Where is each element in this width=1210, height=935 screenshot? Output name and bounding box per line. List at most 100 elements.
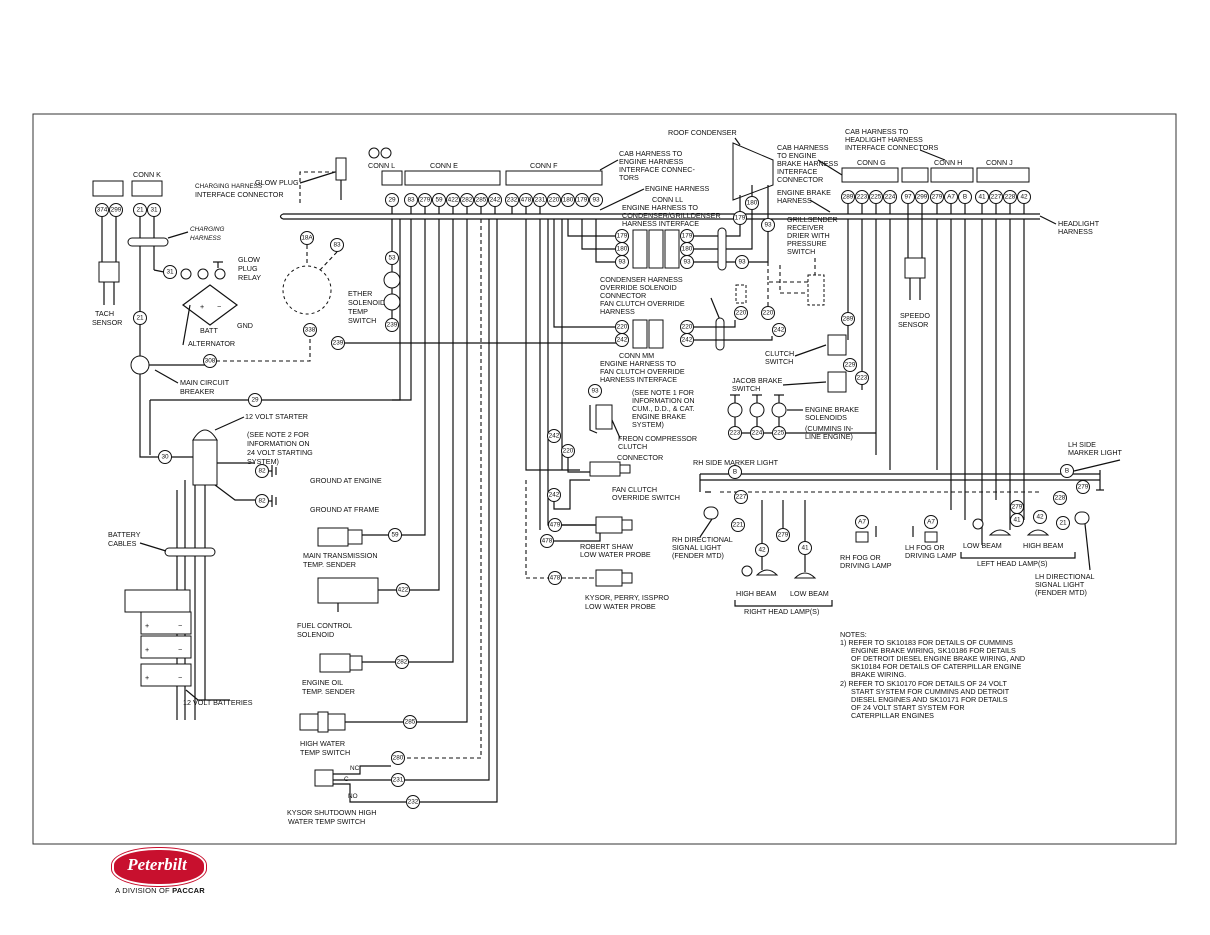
rh-fog-lamp: A7 RH FOG OR DRIVING LAMP bbox=[840, 515, 892, 570]
svg-text:INTERFACE CONNEC-: INTERFACE CONNEC- bbox=[619, 165, 695, 174]
svg-text:285: 285 bbox=[405, 719, 416, 726]
svg-text:MARKER LIGHT: MARKER LIGHT bbox=[1068, 448, 1123, 457]
svg-text:179: 179 bbox=[735, 215, 746, 222]
alternator: + − BATT GND ALTERNATOR bbox=[180, 261, 253, 348]
svg-text:A7: A7 bbox=[947, 194, 955, 201]
notes-title: NOTES: bbox=[840, 630, 867, 639]
main-circuit-breaker: 308 MAIN CIRCUIT BREAKER bbox=[130, 330, 311, 455]
notes-line: 2) REFER TO SK10170 FOR DETAILS OF 24 VO… bbox=[840, 679, 1007, 688]
svg-text:42: 42 bbox=[1020, 194, 1028, 201]
svg-text:478: 478 bbox=[550, 575, 561, 582]
svg-text:FAN CLUTCH: FAN CLUTCH bbox=[612, 485, 657, 494]
svg-text:SWITCH: SWITCH bbox=[348, 316, 376, 325]
svg-text:97: 97 bbox=[904, 194, 912, 201]
svg-text:INTERFACE: INTERFACE bbox=[777, 167, 818, 176]
svg-text:ROBERT SHAW: ROBERT SHAW bbox=[580, 542, 633, 551]
svg-text:CAB HARNESS TO: CAB HARNESS TO bbox=[619, 149, 683, 158]
svg-text:299: 299 bbox=[917, 194, 928, 201]
conn-k-block: CONN K bbox=[92, 170, 163, 197]
svg-text:289: 289 bbox=[843, 194, 854, 201]
glow-plug-label: GLOW PLUG bbox=[255, 178, 299, 187]
svg-text:289: 289 bbox=[843, 316, 854, 323]
svg-text:(FENDER MTD): (FENDER MTD) bbox=[672, 551, 724, 560]
svg-text:(FENDER MTD): (FENDER MTD) bbox=[1035, 588, 1087, 597]
lh-directional-light: 21 LH DIRECTIONAL SIGNAL LIGHT (FENDER M… bbox=[1035, 511, 1095, 597]
svg-text:HEADLIGHT: HEADLIGHT bbox=[1058, 219, 1100, 228]
svg-text:TEMP. SENDER: TEMP. SENDER bbox=[302, 687, 355, 696]
svg-text:HARNESS INTERFACE: HARNESS INTERFACE bbox=[622, 219, 699, 228]
logo-parent: PACCAR bbox=[172, 886, 205, 895]
svg-text:229: 229 bbox=[845, 362, 856, 369]
svg-text:242: 242 bbox=[682, 337, 693, 344]
svg-text:LH DIRECTIONAL: LH DIRECTIONAL bbox=[1035, 572, 1095, 581]
svg-text:CUM., D.D., & CAT.: CUM., D.D., & CAT. bbox=[632, 404, 695, 413]
cab-engine-label: CAB HARNESS TO ENGINE HARNESS INTERFACE … bbox=[599, 149, 710, 211]
svg-text:HARNESS: HARNESS bbox=[600, 307, 635, 316]
svg-text:+: + bbox=[145, 621, 149, 630]
freon-compressor: 93 (SEE NOTE 1 FOR INFORMATION ON CUM., … bbox=[588, 384, 697, 451]
ether-solenoid: 53 ETHER SOLENOID 239 TEMP SWITCH 239 bbox=[331, 219, 620, 350]
svg-text:+: + bbox=[145, 645, 149, 654]
rh-directional-light: 221 RH DIRECTIONAL SIGNAL LIGHT (FENDER … bbox=[672, 474, 745, 560]
svg-text:239: 239 bbox=[333, 340, 344, 347]
svg-text:B: B bbox=[733, 469, 737, 476]
svg-text:A7: A7 bbox=[927, 519, 935, 526]
batt-label: BATT bbox=[200, 326, 218, 335]
svg-text:ENGINE OIL: ENGINE OIL bbox=[302, 678, 343, 687]
svg-text:NC: NC bbox=[350, 765, 360, 772]
robert-shaw-probe: 479 478 ROBERT SHAW LOW WATER PROBE bbox=[540, 516, 651, 559]
svg-text:21: 21 bbox=[136, 207, 144, 214]
svg-text:SOLENOID: SOLENOID bbox=[297, 630, 334, 639]
pin-row-l: 29 bbox=[385, 193, 399, 207]
charging-harness-label-1: CHARGING bbox=[190, 226, 224, 233]
conn-l-ground-symbols bbox=[368, 147, 392, 159]
right-head-lamps: 279 42 41 A HIGH BEAM LOW BEAM RIGHT HEA… bbox=[734, 500, 833, 616]
svg-text:CONNECTOR: CONNECTOR bbox=[600, 291, 646, 300]
svg-text:239: 239 bbox=[387, 322, 398, 329]
svg-text:LOW BEAM: LOW BEAM bbox=[790, 589, 829, 598]
svg-text:HARNESS: HARNESS bbox=[777, 196, 812, 205]
svg-text:ENGINE HARNESS: ENGINE HARNESS bbox=[619, 157, 684, 166]
fuel-control-solenoid: 422 FUEL CONTROL SOLENOID bbox=[297, 577, 410, 639]
svg-text:41: 41 bbox=[1013, 517, 1021, 524]
svg-text:FAN CLUTCH OVERRIDE: FAN CLUTCH OVERRIDE bbox=[600, 299, 685, 308]
svg-text:INTERFACE CONNECTOR: INTERFACE CONNECTOR bbox=[195, 190, 284, 199]
logo-oval bbox=[112, 848, 206, 886]
svg-text:CONN MM: CONN MM bbox=[619, 351, 654, 360]
svg-text:LINE ENGINE): LINE ENGINE) bbox=[805, 432, 853, 441]
svg-text:PRESSURE: PRESSURE bbox=[787, 239, 827, 248]
svg-text:180: 180 bbox=[617, 246, 628, 253]
svg-text:ENGINE HARNESS TO: ENGINE HARNESS TO bbox=[600, 359, 676, 368]
svg-text:+: + bbox=[145, 673, 149, 682]
svg-text:232: 232 bbox=[507, 197, 518, 204]
notes-line: SK10184 FOR DETAILS OF CATERPILLAR ENGIN… bbox=[851, 662, 1021, 671]
svg-text:HARNESS INTERFACE: HARNESS INTERFACE bbox=[600, 375, 677, 384]
svg-text:SWITCH: SWITCH bbox=[787, 247, 815, 256]
charging-interface-label: CHARGING HARNESS INTERFACE CONNECTOR bbox=[195, 183, 284, 199]
connector-drop-wires bbox=[391, 204, 1025, 214]
lh-fog-lamp: A7 LH FOG OR DRIVING LAMP bbox=[905, 515, 957, 560]
tach-sensor: TACH SENSOR bbox=[92, 217, 122, 327]
fan-clutch-override-switch: 242 220 242 CONNECTOR FAN CLUTCH OVERRID… bbox=[547, 429, 680, 510]
svg-text:221: 221 bbox=[733, 522, 744, 529]
left-head-lamps: 279 41 42 A LOW BEAM HIGH BEAM LEFT HEAD… bbox=[960, 500, 1076, 568]
svg-text:59: 59 bbox=[391, 532, 399, 539]
svg-text:83: 83 bbox=[333, 242, 341, 249]
charging-wires: 21 31 CHARGING HARNESS bbox=[127, 217, 224, 360]
svg-text:282: 282 bbox=[462, 197, 473, 204]
svg-text:41: 41 bbox=[801, 545, 809, 552]
svg-text:374: 374 bbox=[97, 207, 108, 214]
conn-j-label: CONN J bbox=[986, 158, 1013, 167]
svg-text:478: 478 bbox=[521, 197, 532, 204]
svg-text:422: 422 bbox=[448, 197, 459, 204]
svg-text:24 VOLT STARTING: 24 VOLT STARTING bbox=[247, 448, 313, 457]
svg-text:INTERFACE CONNECTORS: INTERFACE CONNECTORS bbox=[845, 143, 939, 152]
conn-f-block: CONN F bbox=[505, 161, 603, 186]
svg-text:180: 180 bbox=[682, 246, 693, 253]
svg-text:TO ENGINE: TO ENGINE bbox=[777, 151, 817, 160]
svg-text:SOLENOID: SOLENOID bbox=[348, 298, 385, 307]
svg-text:CONNECTOR: CONNECTOR bbox=[777, 175, 823, 184]
svg-text:HIGH BEAM: HIGH BEAM bbox=[1023, 541, 1063, 550]
conn-l-label: CONN L bbox=[368, 161, 395, 170]
svg-text:LOW BEAM: LOW BEAM bbox=[963, 541, 1002, 550]
